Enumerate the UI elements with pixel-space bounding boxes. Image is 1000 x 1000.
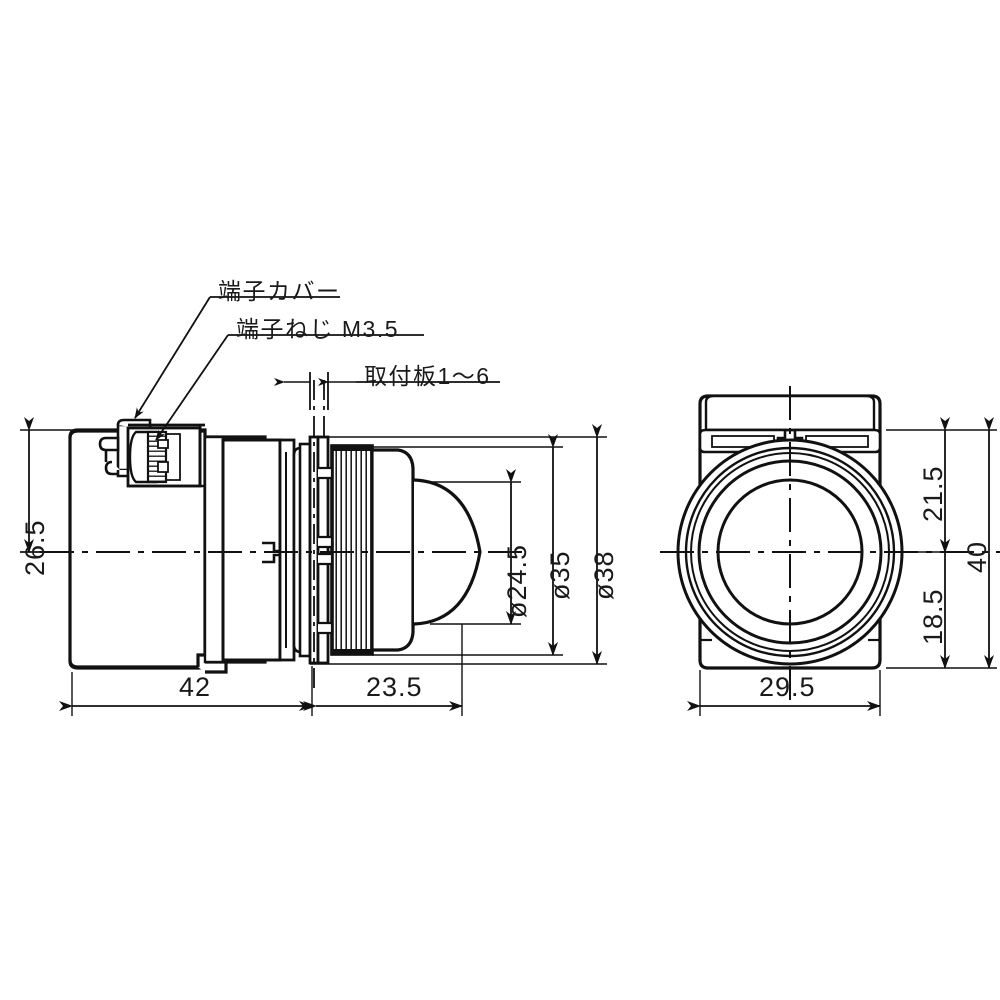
dimension-29-5 xyxy=(687,670,881,716)
leader-terminal-screw xyxy=(155,334,424,441)
dimension-text-29-5: 29.5 xyxy=(759,672,816,702)
dimension-text-23-5: 23.5 xyxy=(366,672,423,702)
dimension-text-26-5: 26.5 xyxy=(20,519,50,576)
label-mounting-plate: 取付板1～6 xyxy=(364,363,491,389)
dimension-text-dia-38: ø38 xyxy=(589,550,619,600)
dimension-text-18-5: 18.5 xyxy=(918,588,948,645)
dimension-dia-38 xyxy=(310,424,607,665)
dimension-text-40: 40 xyxy=(962,540,992,573)
dimension-text-dia-35: ø35 xyxy=(545,550,575,600)
label-terminal-screw: 端子ねじ M3.5 xyxy=(236,316,400,342)
dimension-text-21-5: 21.5 xyxy=(918,465,948,522)
leader-terminal-cover xyxy=(134,296,340,419)
dimension-text-42: 42 xyxy=(179,672,212,702)
dimension-23-5 xyxy=(303,624,463,716)
label-terminal-cover: 端子カバー xyxy=(218,278,341,304)
mounting-plate-centerline xyxy=(313,380,325,690)
leader-mounting-plate xyxy=(274,372,500,410)
dimension-26-5 xyxy=(20,417,118,553)
dimension-text-dia-24-5: ø24.5 xyxy=(502,543,532,618)
dimension-dia-35 xyxy=(372,434,563,656)
dimension-18-5 xyxy=(886,539,955,669)
dimension-dia-24-5 xyxy=(430,469,521,625)
dimension-40 xyxy=(955,417,997,669)
